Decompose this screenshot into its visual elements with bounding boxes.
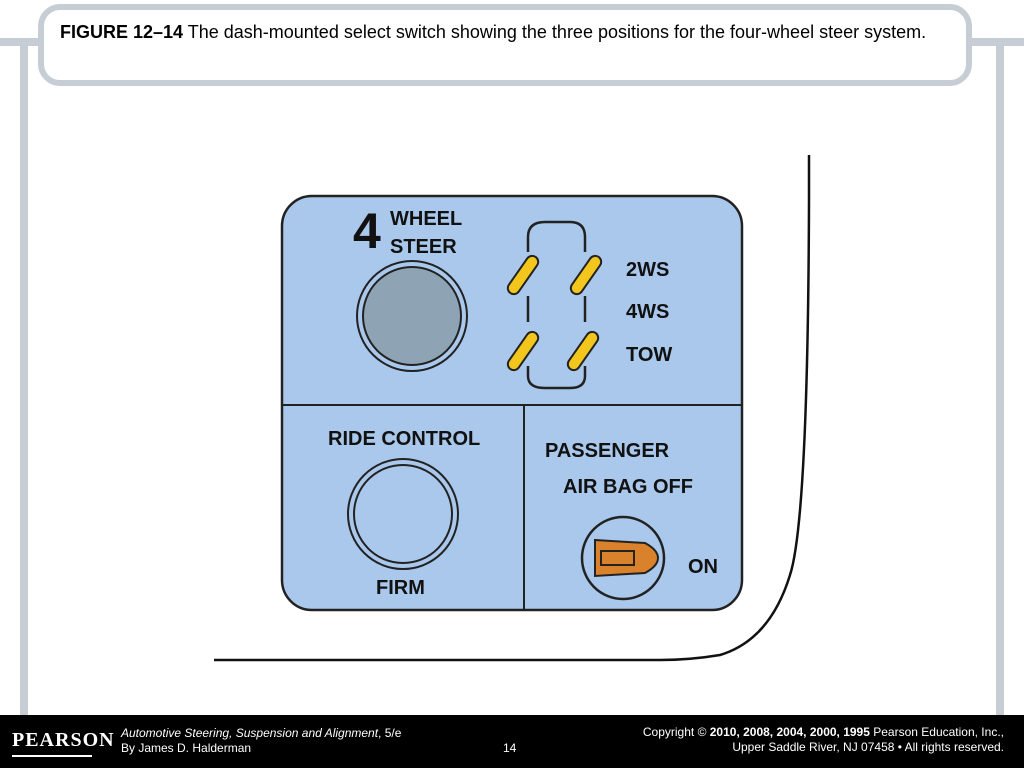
author: By James D. Halderman xyxy=(121,741,252,755)
copyright-years: 2010, 2008, 2004, 2000, 1995 xyxy=(709,725,870,739)
airbag-key-switch[interactable] xyxy=(580,515,666,601)
page-number: 14 xyxy=(503,741,517,755)
on-label: ON xyxy=(688,556,718,578)
slide-frame-left xyxy=(20,38,28,718)
ride-control-button[interactable] xyxy=(347,458,459,570)
book-edition: , 5/e xyxy=(378,726,402,740)
dashboard-outline xyxy=(214,155,811,662)
airbag-off-label: AIR BAG OFF xyxy=(563,476,693,498)
vehicle-outline-icon xyxy=(526,220,587,390)
slide-frame-right xyxy=(996,38,1004,718)
slide-footer: PEARSON Automotive Steering, Suspension … xyxy=(0,715,1024,768)
mode-2ws-label: 2WS xyxy=(626,259,669,281)
front-left-wheel-icon xyxy=(506,254,540,296)
switch-panel xyxy=(280,194,744,612)
wheel-steer-number: 4 xyxy=(353,203,381,259)
figure-label: FIGURE 12–14 xyxy=(60,22,184,42)
copyright-prefix: Copyright © xyxy=(642,725,710,739)
pearson-logo: PEARSON xyxy=(12,729,115,751)
logo-underline xyxy=(12,755,92,757)
book-title-line: Automotive Steering, Suspension and Alig… xyxy=(121,726,401,740)
rear-left-wheel-icon xyxy=(506,330,540,372)
four-wheel-steer-switch-figure: 4 WHEEL STEER 2WS 4WS TOW RIDE CONTROL F… xyxy=(214,155,811,662)
firm-label: FIRM xyxy=(376,577,425,599)
mode-4ws-label: 4WS xyxy=(626,301,669,323)
book-title: Automotive Steering, Suspension and Alig… xyxy=(121,726,379,740)
figure-caption: FIGURE 12–14 The dash-mounted select swi… xyxy=(60,20,940,44)
ride-control-label: RIDE CONTROL xyxy=(328,428,480,450)
copyright-holder: Pearson Education, Inc., xyxy=(869,725,1004,739)
copyright-line: Copyright © 2010, 2008, 2004, 2000, 1995… xyxy=(643,725,1004,739)
publisher-address: Upper Saddle River, NJ 07458 • All right… xyxy=(732,740,1004,754)
mode-tow-label: TOW xyxy=(626,344,672,366)
rear-right-wheel-icon xyxy=(566,330,600,372)
front-right-wheel-icon xyxy=(569,254,603,296)
passenger-label: PASSENGER xyxy=(545,440,670,462)
wheel-steer-button[interactable] xyxy=(356,260,468,372)
caption-box xyxy=(38,4,972,86)
caption-text: The dash-mounted select switch showing t… xyxy=(183,22,927,42)
wheel-steer-title-2: STEER xyxy=(390,236,457,258)
wheel-steer-title-1: WHEEL xyxy=(390,208,462,230)
